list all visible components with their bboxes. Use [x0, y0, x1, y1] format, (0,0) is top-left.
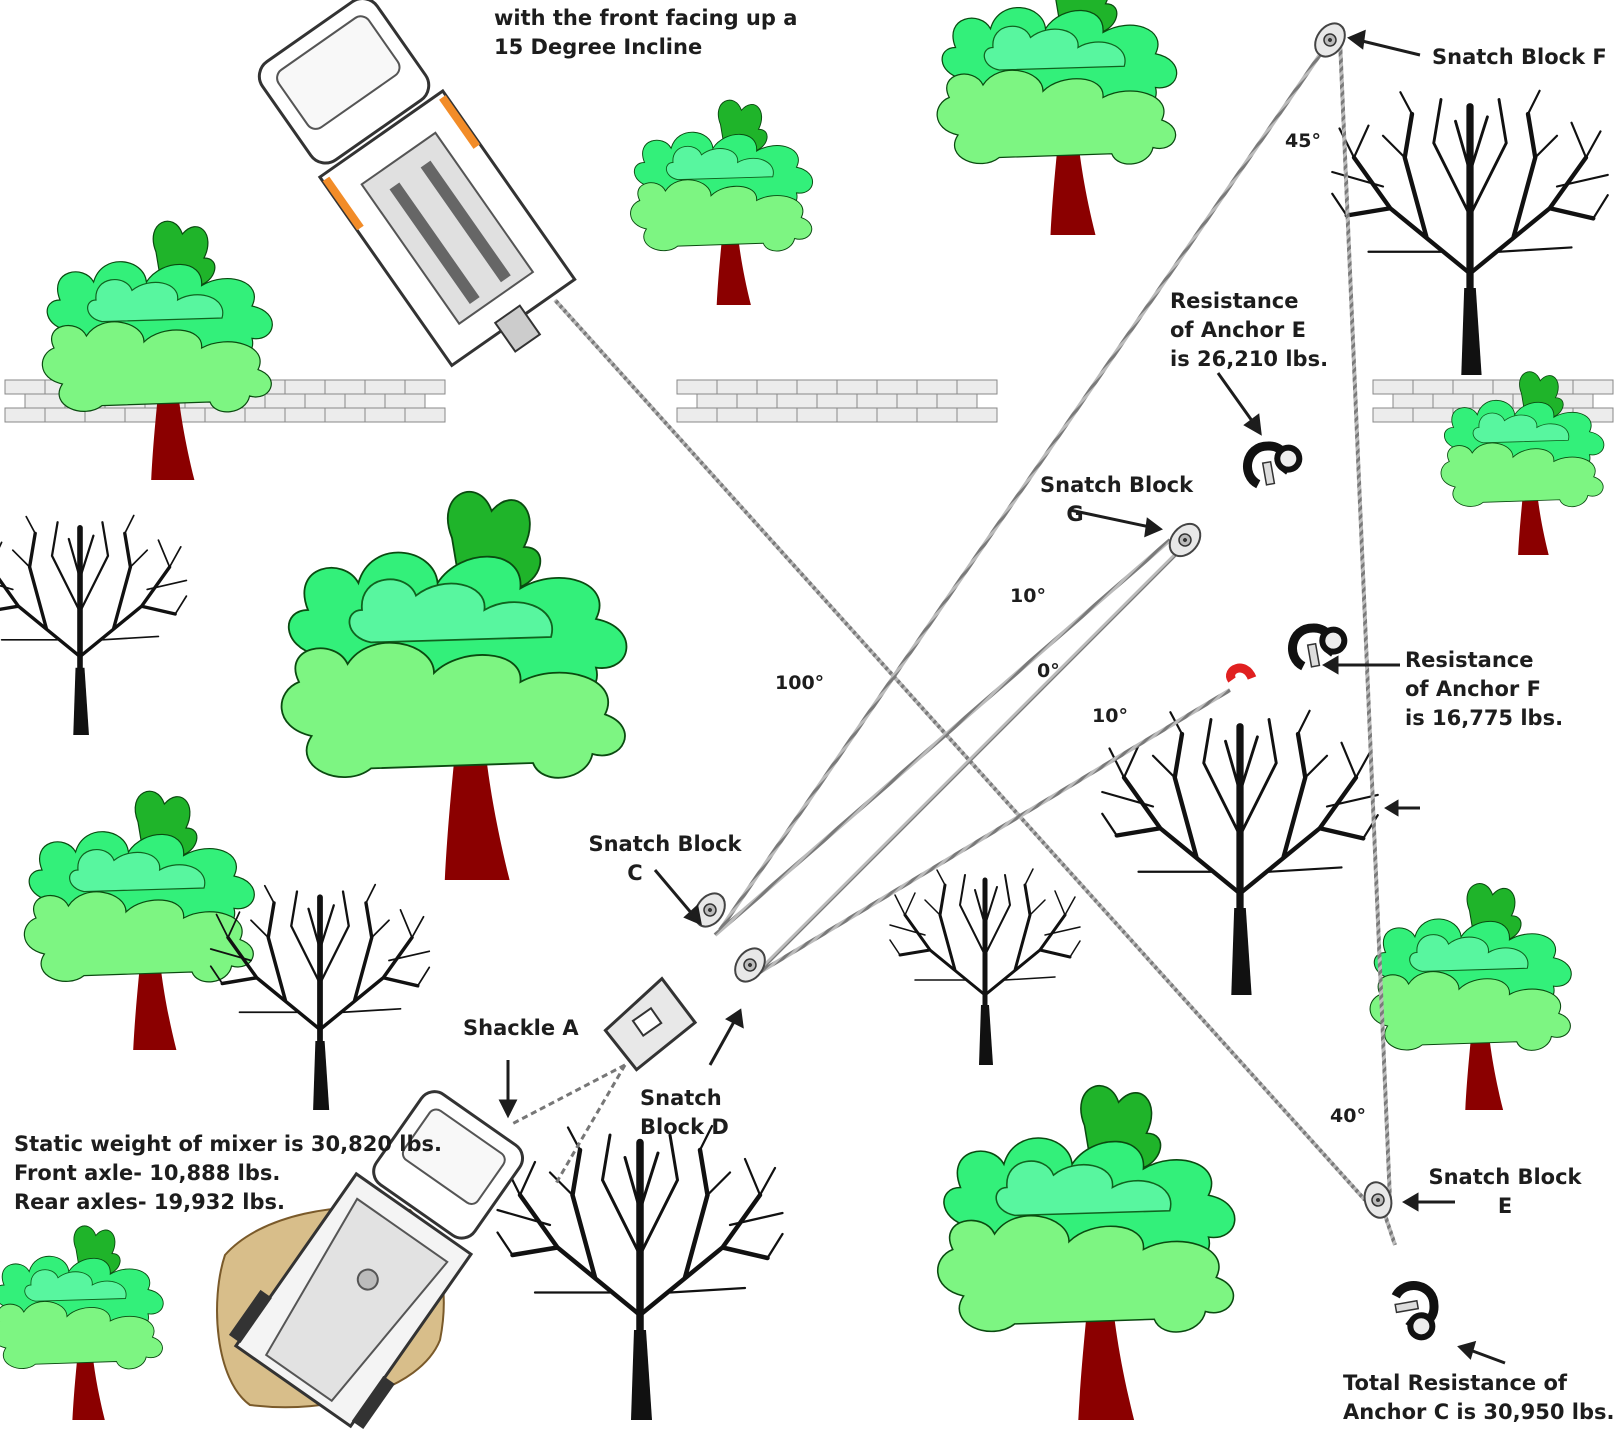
snatch-block-g-line2: G — [1066, 502, 1084, 526]
snatch-block-e-label: Snatch Block E — [1425, 1163, 1585, 1221]
leafy-tree-icon — [631, 100, 813, 305]
shackle-plate-icon — [603, 976, 698, 1072]
red-hook-icon — [1226, 663, 1257, 683]
angle-100: 100° — [775, 672, 825, 694]
incline-note-line1: with the front facing up a — [494, 6, 798, 30]
brick-wall-icon — [676, 379, 998, 423]
snatch-block-f-label: Snatch Block F — [1432, 45, 1607, 69]
anchor-c-label: Total Resistance of Anchor C is 30,950 l… — [1343, 1369, 1614, 1427]
snatch-block-d-label: Snatch Block D — [640, 1084, 729, 1142]
shackle-a-label: Shackle A — [463, 1016, 579, 1040]
leafy-tree-icon — [937, 0, 1177, 235]
anchor-f-shackle-icon — [1289, 623, 1348, 670]
snatch-block-g-label: Snatch Block G — [1040, 471, 1194, 529]
incline-note-line2: 15 Degree Incline — [494, 35, 703, 59]
mixer-weight-line1: Static weight of mixer is 30,820 lbs. — [14, 1132, 442, 1156]
anchor-e-shackle-icon — [1244, 441, 1303, 488]
snatch-block-e-line2: E — [1497, 1194, 1513, 1218]
leafy-tree-icon — [282, 492, 627, 880]
snatch-block-f-icon — [1308, 16, 1352, 64]
snatch-block-c-label: Snatch Block C — [585, 830, 745, 888]
bare-tree-icon — [211, 885, 430, 1110]
anchor-f-line2: of Anchor F — [1405, 677, 1541, 701]
anchor-c-shackle-icon — [1392, 1282, 1439, 1341]
snatch-block-d-line1: Snatch — [640, 1086, 722, 1110]
angle-40: 40° — [1330, 1105, 1366, 1127]
mixer-weight-line2: Front axle- 10,888 lbs. — [14, 1161, 281, 1185]
anchor-f-label: Resistance of Anchor F is 16,775 lbs. — [1405, 646, 1563, 733]
angle-0: 0° — [1037, 660, 1060, 682]
mixer-weight-line3: Rear axles- 19,932 lbs. — [14, 1190, 285, 1214]
anchor-e-line3: is 26,210 lbs. — [1170, 347, 1329, 371]
snatch-block-c-line2: C — [627, 861, 643, 885]
leafy-tree-icon — [938, 1086, 1235, 1420]
snatch-block-c-line1: Snatch Block — [588, 832, 742, 856]
label-arrows — [498, 29, 1506, 1365]
anchor-c-line2: Anchor C is 30,950 lbs. — [1343, 1400, 1615, 1424]
leafy-tree-icon — [0, 1226, 163, 1420]
bare-tree-icon — [0, 515, 186, 735]
incline-note: with the front facing up a 15 Degree Inc… — [494, 4, 797, 62]
anchor-e-line1: Resistance — [1170, 289, 1299, 313]
angle-10-lower: 10° — [1092, 705, 1128, 727]
anchor-e-line2: of Anchor E — [1170, 318, 1306, 342]
snatch-block-d-icon — [728, 941, 772, 989]
chain — [509, 1063, 627, 1186]
angle-45: 45° — [1285, 130, 1321, 152]
snatch-block-g-line1: Snatch Block — [1040, 473, 1194, 497]
leafy-tree-icon — [1370, 884, 1571, 1110]
bare-tree-icon — [890, 869, 1080, 1065]
anchor-f-line1: Resistance — [1405, 648, 1534, 672]
rope-lines — [553, 38, 1397, 1246]
anchor-f-line3: is 16,775 lbs. — [1405, 706, 1564, 730]
anchor-e-label: Resistance of Anchor E is 26,210 lbs. — [1170, 287, 1328, 374]
snatch-block-d-line2: Block D — [640, 1115, 729, 1139]
mixer-weight-note: Static weight of mixer is 30,820 lbs. Fr… — [14, 1130, 442, 1217]
bare-tree-icon — [1332, 91, 1608, 375]
angle-10-upper: 10° — [1010, 585, 1046, 607]
snatch-block-e-line1: Snatch Block — [1428, 1165, 1582, 1189]
leafy-tree-icon — [42, 221, 272, 480]
truck-icon — [257, 0, 577, 368]
bare-tree-icon — [498, 1126, 783, 1420]
anchor-c-line1: Total Resistance of — [1343, 1371, 1568, 1395]
mixer-truck-icon — [216, 1090, 525, 1429]
